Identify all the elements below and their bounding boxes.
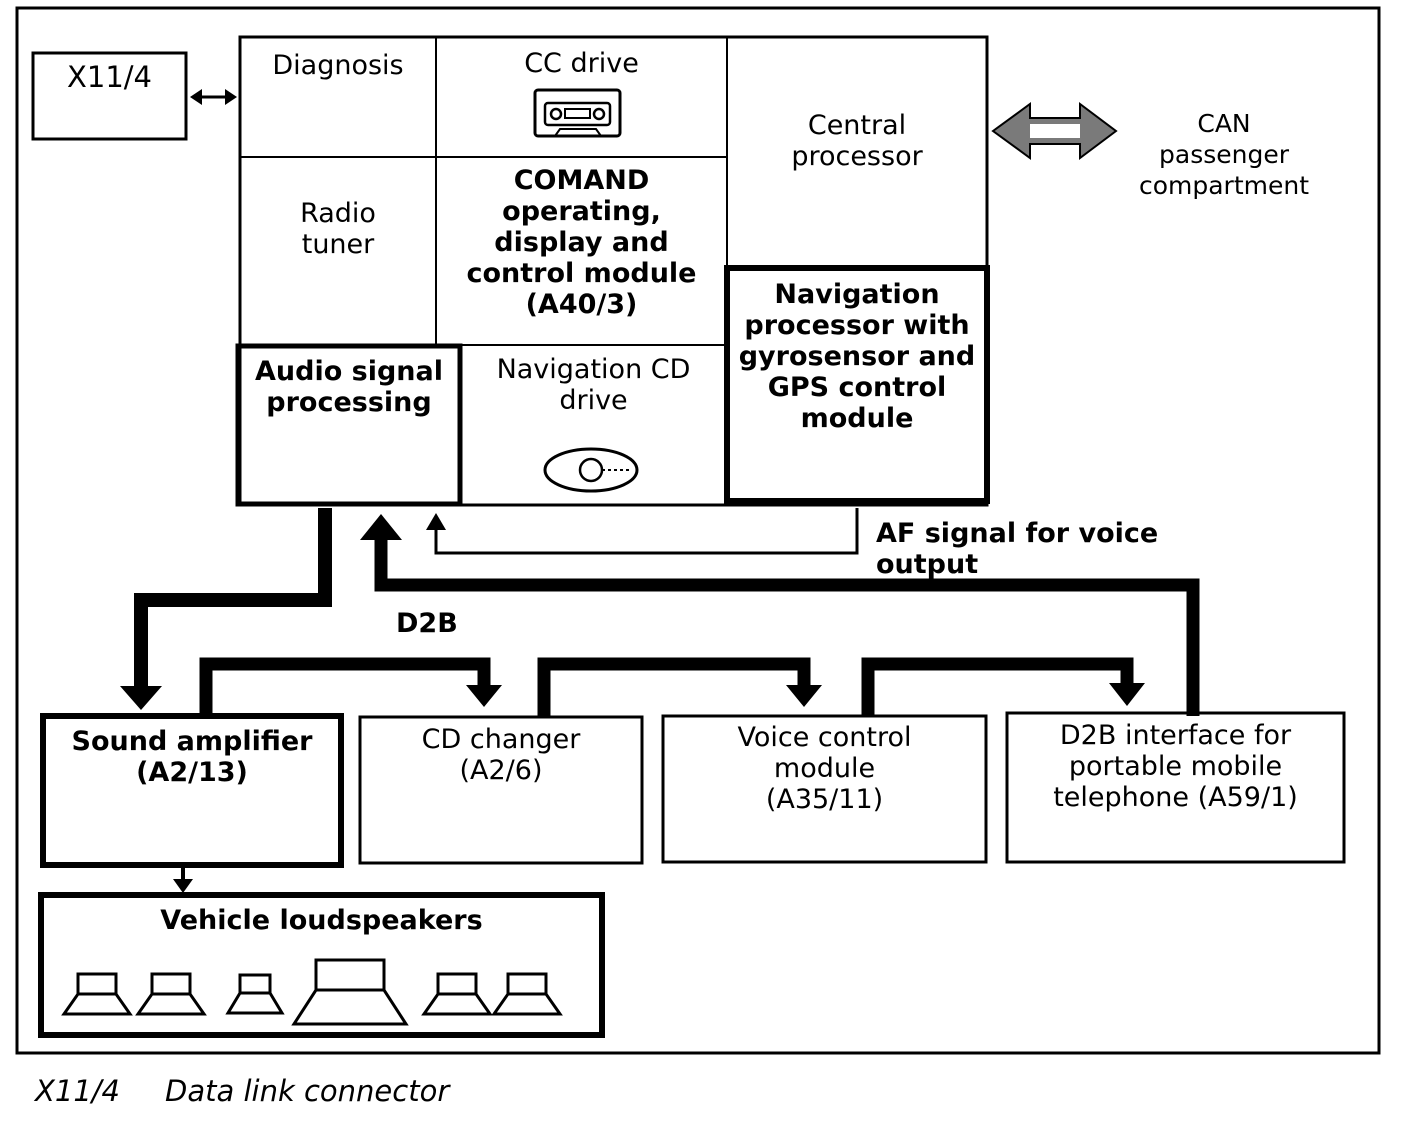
comand-label: COMAND operating, display and control mo… xyxy=(466,165,697,320)
sound-amplifier-box xyxy=(40,713,344,868)
audio-signal-box xyxy=(235,343,463,507)
navigation-processor-label: Navigation processor with gyrosensor and… xyxy=(738,279,976,434)
voice-control-box xyxy=(661,714,988,864)
sound-amplifier-label: Sound amplifier (A2/13) xyxy=(71,726,313,788)
cd-disc-icon xyxy=(543,447,639,493)
loudspeaker-icon xyxy=(291,958,409,1026)
cd-changer-box xyxy=(358,715,644,865)
audio-signal-label: Audio signal processing xyxy=(255,356,443,418)
d2b-return-arrow xyxy=(360,514,1200,716)
amplifier-to-speakers-arrow xyxy=(173,866,193,893)
diagnosis-label: Diagnosis xyxy=(272,50,404,81)
central-processor-label: Central processor xyxy=(791,110,923,172)
cc-drive-label: CC drive xyxy=(524,48,639,79)
outer-frame xyxy=(15,6,1381,1055)
can-double-arrow xyxy=(991,102,1118,160)
cd-changer-label: CD changer (A2/6) xyxy=(421,724,581,786)
af-signal-label: AF signal for voice output xyxy=(876,518,1159,580)
d2b-interface-label: D2B interface for portable mobile teleph… xyxy=(1053,720,1298,813)
loudspeaker-icon xyxy=(225,973,285,1015)
d2b-label: D2B xyxy=(396,608,458,639)
caption-text: Data link connector xyxy=(165,1074,450,1108)
connector-double-arrow xyxy=(190,89,237,105)
connector-label: X11/4 xyxy=(67,60,152,94)
cassette-icon xyxy=(533,88,622,138)
loudspeakers-box xyxy=(38,892,605,1038)
loudspeaker-icon xyxy=(421,972,493,1016)
d2b-voice-to-phone-arrow xyxy=(861,657,1145,716)
can-label: CAN passenger compartment xyxy=(1138,109,1310,200)
loudspeaker-icon xyxy=(135,972,207,1016)
audio-to-amplifier-arrow xyxy=(120,508,332,710)
d2b-interface-box xyxy=(1005,711,1346,864)
caption-code: X11/4 xyxy=(35,1074,120,1108)
d2b-amp-to-cd-arrow xyxy=(199,657,502,714)
loudspeaker-icon xyxy=(61,972,133,1016)
navigation-processor-box xyxy=(724,265,990,504)
d2b-cd-to-voice-arrow xyxy=(537,657,822,716)
radio-tuner-label: Radio tuner xyxy=(300,198,376,260)
navigation-cd-label: Navigation CD drive xyxy=(496,354,691,416)
voice-control-label: Voice control module (A35/11) xyxy=(737,722,912,815)
connector-box xyxy=(31,51,188,141)
loudspeaker-icon xyxy=(491,972,563,1016)
af-signal-line xyxy=(426,508,859,555)
loudspeakers-label: Vehicle loudspeakers xyxy=(160,905,483,936)
